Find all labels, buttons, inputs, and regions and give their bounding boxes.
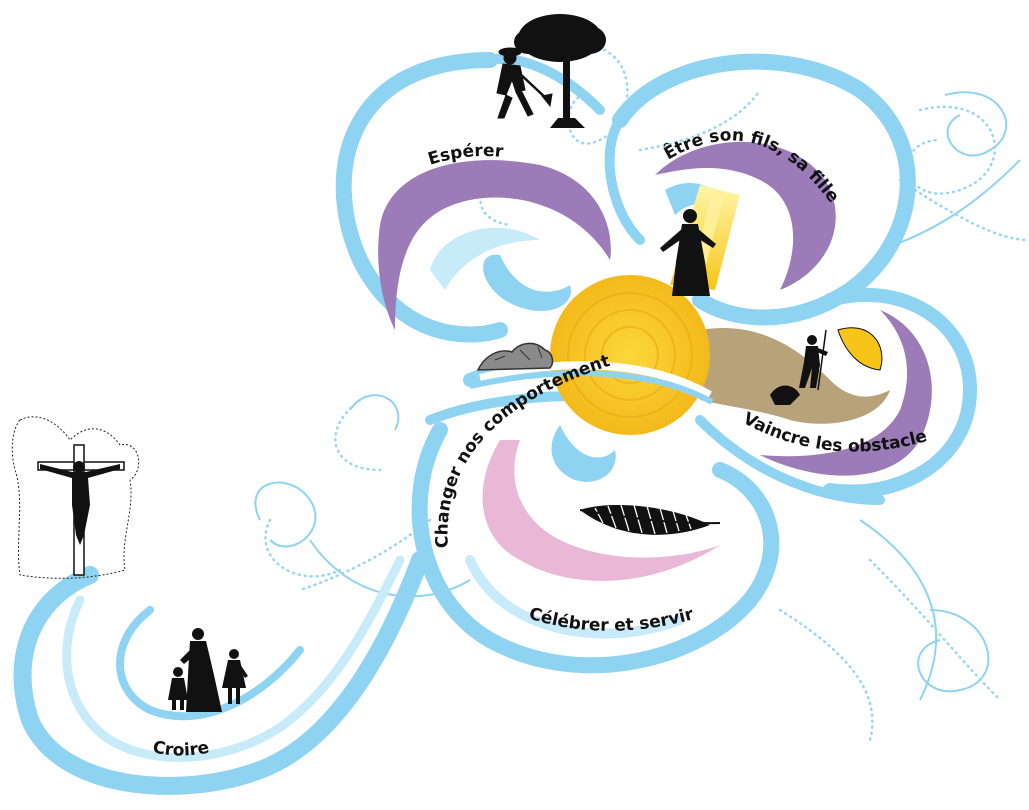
sun-icon: [550, 275, 710, 435]
hiker-silhouette-icon: [770, 329, 828, 405]
label-croire: Croire: [151, 737, 211, 760]
label-croire-text: Croire: [151, 737, 211, 760]
small-sun-icon: [837, 327, 883, 371]
farmer-silhouette-icon: [496, 47, 553, 119]
crucifix-icon: [11, 416, 140, 579]
palm-leaf-icon: [579, 504, 721, 535]
risen-christ-silhouette-icon: [660, 209, 716, 296]
petal-etre-fils: [604, 53, 916, 326]
petal-esperer: [335, 52, 611, 343]
petal-vaincre: [695, 287, 978, 505]
rocks-icon: [476, 342, 554, 371]
priest-with-children-icon: [168, 628, 248, 712]
tree-icon: [514, 14, 606, 128]
hill-shape: [700, 328, 890, 424]
swirl-croire: [13, 551, 429, 795]
petal-celebrer: [411, 422, 780, 674]
